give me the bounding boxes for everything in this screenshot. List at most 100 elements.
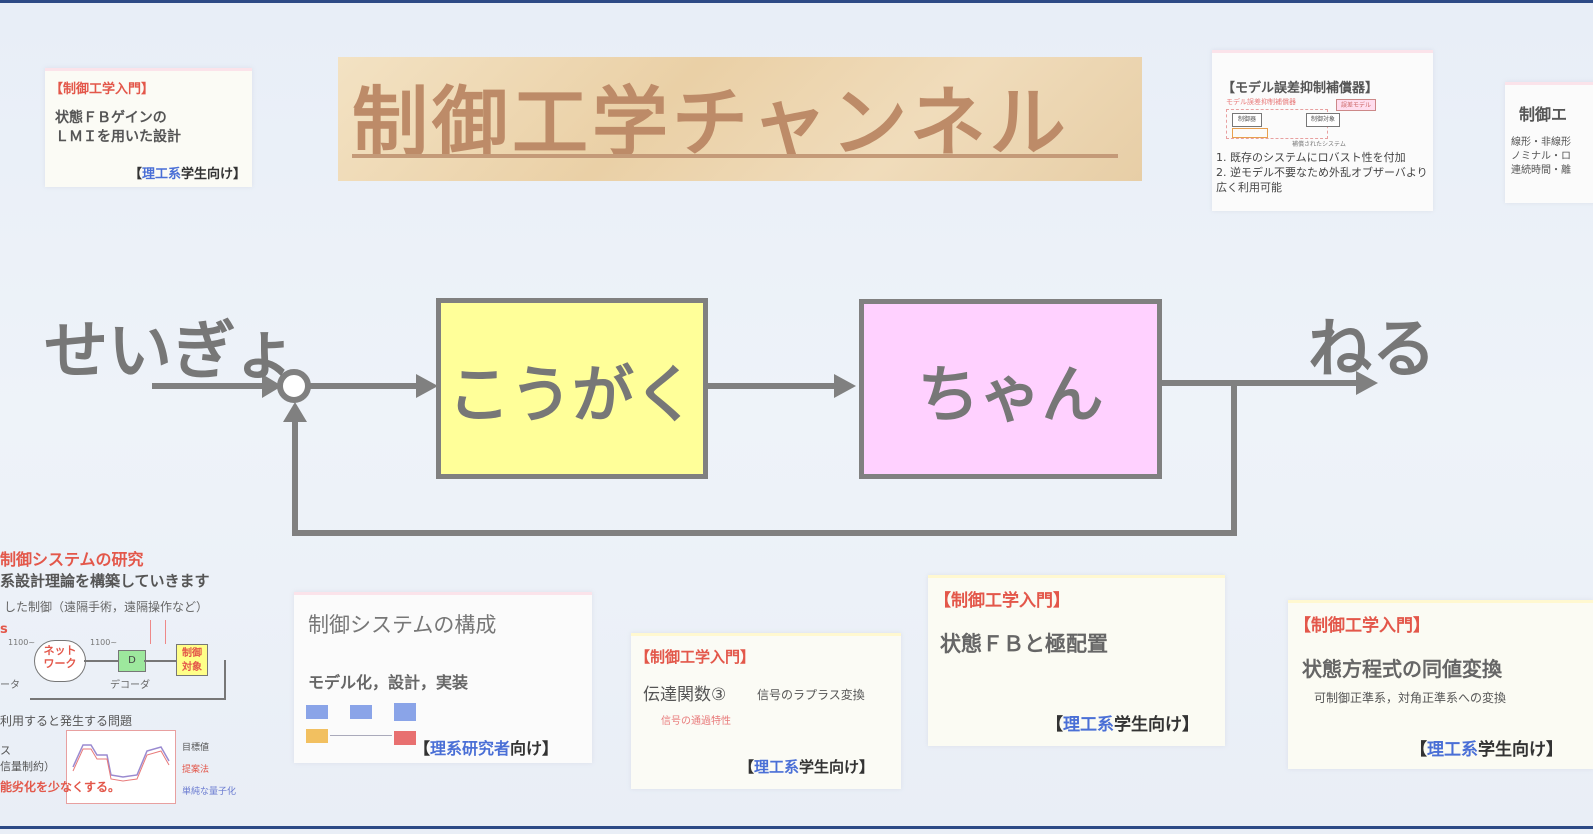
card-sub: 信号のラプラス変換 — [757, 688, 865, 702]
card-audience: 【理工系学生向け】 — [739, 756, 874, 777]
card-tag: 【制御工学入門】 — [50, 82, 155, 97]
mini-box4 — [306, 729, 328, 743]
card-audience: 【理工系学生向け】 — [129, 163, 246, 182]
fig-box-plant: 制御対象 — [1306, 113, 1340, 127]
card-sub2: 信号の通過特性 — [661, 716, 731, 727]
card-line2: ノミナル・ロ — [1511, 151, 1571, 162]
card-tag: 【制御工学入門】 — [635, 648, 756, 666]
legend-target: 目標値 — [182, 743, 210, 753]
point-1: 1. 既存のシステムにロバスト性を付加 — [1216, 151, 1406, 164]
card-sub: 可制御正準系，対角正準系への変換 — [1314, 691, 1507, 705]
fig-caption: 補償されたシステム — [1292, 141, 1346, 148]
output-label: ねる — [1308, 313, 1436, 387]
arrow-output — [1356, 371, 1378, 395]
card-title: 【モデル誤差抑制補償器】 — [1222, 81, 1379, 96]
block2-label: ちゃん — [917, 358, 1104, 431]
d-block: D — [118, 650, 146, 672]
card-line3: 連続時間・離 — [1511, 165, 1571, 176]
block-chan: ちゃん — [859, 299, 1162, 479]
title-banner: 制御工学チャンネル — [338, 57, 1142, 181]
mini-diagram — [306, 703, 420, 749]
card-transfer-function[interactable]: 【制御工学入門】 伝達関数③ 信号のラプラス変換 信号の通過特性 【理工系学生向… — [631, 633, 901, 789]
arrow-into-junction — [262, 374, 282, 398]
line-d-plant — [144, 660, 176, 662]
arrow-feedback-up — [283, 402, 307, 422]
card-audience: 【理工系学生向け】 — [1410, 735, 1563, 760]
card-model-error[interactable]: 【モデル誤差抑制補償器】 モデル誤差抑制補償器 制御器 制御対象 誤差モデル 補… — [1212, 50, 1433, 211]
left-text1: ス — [0, 744, 11, 757]
aud-open: 【 — [129, 167, 143, 182]
mini-line — [330, 735, 392, 736]
decoder-label: デコーダ — [110, 680, 150, 691]
card-main: 状態ＦＢと極配置 — [940, 632, 1108, 656]
point-2: 2. 逆モデル不要なため外乱オブザーバより広く利用可能 — [1216, 166, 1428, 194]
card-partial-right[interactable]: 制御エ 線形・非線形 ノミナル・ロ 連続時間・離 — [1505, 82, 1593, 203]
plant-block: 制御 対象 — [176, 644, 208, 676]
fig-label: モデル誤差抑制補償器 — [1226, 98, 1296, 106]
mini-box3 — [394, 703, 416, 721]
aud-rest: 向け】 — [510, 739, 559, 758]
aud-rest: 学生向け】 — [799, 758, 875, 776]
title-underline — [352, 154, 1118, 158]
feedback-path — [292, 383, 1237, 536]
legend-quantized: 単純な量子化 — [182, 787, 237, 797]
red-bars — [150, 620, 166, 644]
aud-open: 【 — [414, 739, 431, 758]
encoder-label: ータ — [0, 680, 20, 691]
card-research[interactable]: 制御システムの研究 系設計理論を構築していきます した制御（遠隔手術，遠隔操作な… — [0, 540, 244, 810]
feedback-line-small-v — [224, 660, 226, 698]
aud-rest: 学生向け】 — [181, 167, 247, 182]
card-subtitle: モデル化，設計，実装 — [308, 673, 469, 692]
top-border — [0, 0, 1593, 3]
bits1: 1100~ — [8, 638, 36, 647]
card-main: 伝達関数③ — [643, 685, 727, 705]
card-composition[interactable]: 制御システムの構成 モデル化，設計，実装 【理系研究者向け】 — [294, 592, 592, 763]
bits2: 1100~ — [90, 638, 118, 647]
aud-rest: 学生向け】 — [1114, 715, 1199, 735]
bottom-border — [0, 826, 1593, 829]
card-main: 状態方程式の同値変換 — [1302, 657, 1502, 681]
aud-open: 【 — [1410, 740, 1427, 760]
channel-title: 制御工学チャンネル — [352, 78, 1070, 167]
legend-proposed: 提案法 — [182, 765, 210, 775]
card-equivalence[interactable]: 【制御工学入門】 状態方程式の同値変換 可制御正準系，対角正準系への変換 【理工… — [1288, 600, 1593, 769]
card-line1: した制御（遠隔手術，遠隔操作など） — [4, 600, 209, 614]
card-title-line2: ＬＭＩを用いた設計 — [55, 129, 181, 145]
aud-open: 【 — [1046, 715, 1063, 735]
mini-box1 — [306, 705, 328, 719]
conclusion-text: 能劣化を少なくする。 — [0, 780, 121, 794]
arrow-into-block1 — [416, 374, 438, 398]
card-audience: 【理系研究者向け】 — [414, 735, 558, 759]
block-kougaku: こうがく — [436, 298, 708, 479]
aud-highlight: 理工系 — [1063, 715, 1114, 735]
card-tag: 【制御工学入門】 — [1294, 616, 1430, 636]
aud-highlight: 理工系 — [1427, 740, 1478, 760]
network-label: ネット ワーク — [43, 644, 77, 670]
mini-figure: モデル誤差抑制補償器 制御器 制御対象 誤差モデル 補償されたシステム — [1226, 97, 1422, 149]
input-label: せいぎょ — [44, 315, 297, 389]
aud-rest: 学生向け】 — [1478, 740, 1563, 760]
left-text2: 信量制約） — [0, 760, 55, 773]
network-cloud — [34, 640, 86, 682]
card-pole-placement[interactable]: 【制御工学入門】 状態ＦＢと極配置 【理工系学生向け】 — [928, 575, 1225, 746]
aud-open: 【 — [739, 758, 755, 776]
red-mark: s — [0, 622, 8, 637]
line-net-d — [84, 660, 118, 662]
problem-text: 利用すると発生する問題 — [0, 714, 133, 728]
aud-highlight: 理工系 — [142, 167, 182, 182]
fig-box-error-model: 誤差モデル — [1336, 99, 1376, 111]
block1-label: こうがく — [447, 357, 696, 431]
card-lmi[interactable]: 【制御工学入門】 状態ＦＢゲインの ＬＭＩを用いた設計 【理工系学生向け】 — [45, 68, 252, 187]
card-title-line1: 状態ＦＢゲインの — [55, 110, 167, 126]
arrow-into-block2 — [834, 374, 856, 398]
card-audience: 【理工系学生向け】 — [1046, 710, 1199, 735]
card-title: 制御システムの研究 — [0, 550, 144, 569]
aud-highlight: 理系研究者 — [430, 739, 511, 758]
card-title: 制御エ — [1519, 105, 1568, 124]
card-tag: 【制御工学入門】 — [934, 591, 1070, 611]
aud-highlight: 理工系 — [754, 758, 800, 776]
mini-box5 — [394, 731, 416, 745]
small-plot — [66, 730, 176, 804]
